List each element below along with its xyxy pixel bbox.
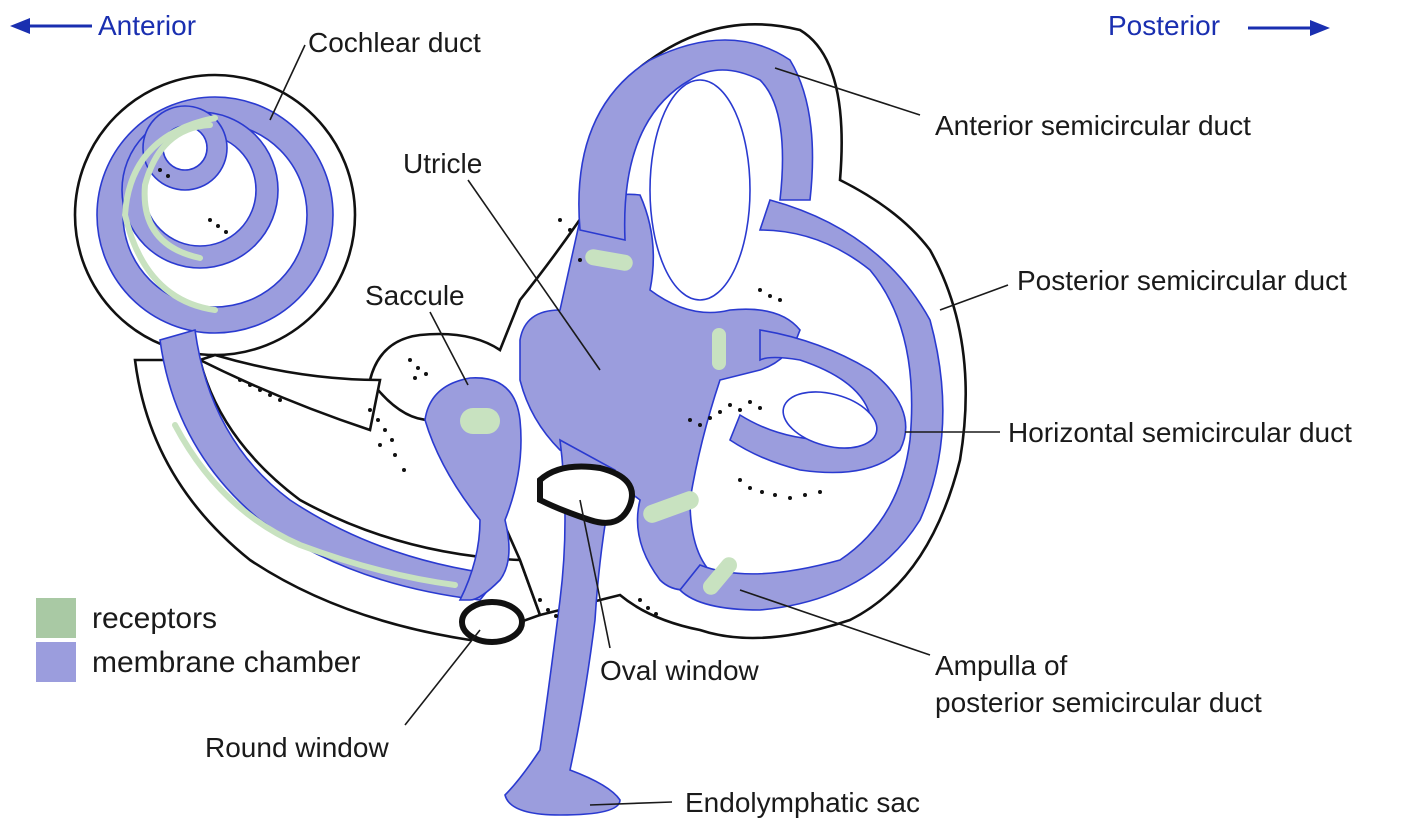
legend-label-membrane-chamber: membrane chamber xyxy=(92,646,360,679)
legend-label-receptors: receptors xyxy=(92,602,217,635)
label-utricle: Utricle xyxy=(403,148,482,179)
posterior-arrow-icon xyxy=(1248,20,1330,36)
posterior-label: Posterior xyxy=(1108,10,1220,41)
anterior-arrow-icon xyxy=(10,18,92,34)
label-anterior-semicircular-duct: Anterior semicircular duct xyxy=(935,110,1251,141)
anterior-label: Anterior xyxy=(98,10,196,41)
label-cochlear-duct: Cochlear duct xyxy=(308,27,481,58)
label-endolymphatic-sac: Endolymphatic sac xyxy=(685,787,920,818)
label-round-window: Round window xyxy=(205,732,389,763)
label-ampulla-line2: posterior semicircular duct xyxy=(935,687,1262,718)
label-horizontal-semicircular-duct: Horizontal semicircular duct xyxy=(1008,417,1352,448)
label-ampulla-line1: Ampulla of xyxy=(935,650,1068,681)
legend: receptors membrane chamber xyxy=(36,598,360,682)
legend-swatch-receptors xyxy=(36,598,76,638)
label-saccule: Saccule xyxy=(365,280,465,311)
label-oval-window: Oval window xyxy=(600,655,760,686)
round-window-shape xyxy=(462,602,522,642)
label-posterior-semicircular-duct: Posterior semicircular duct xyxy=(1017,265,1347,296)
legend-swatch-membrane-chamber xyxy=(36,642,76,682)
